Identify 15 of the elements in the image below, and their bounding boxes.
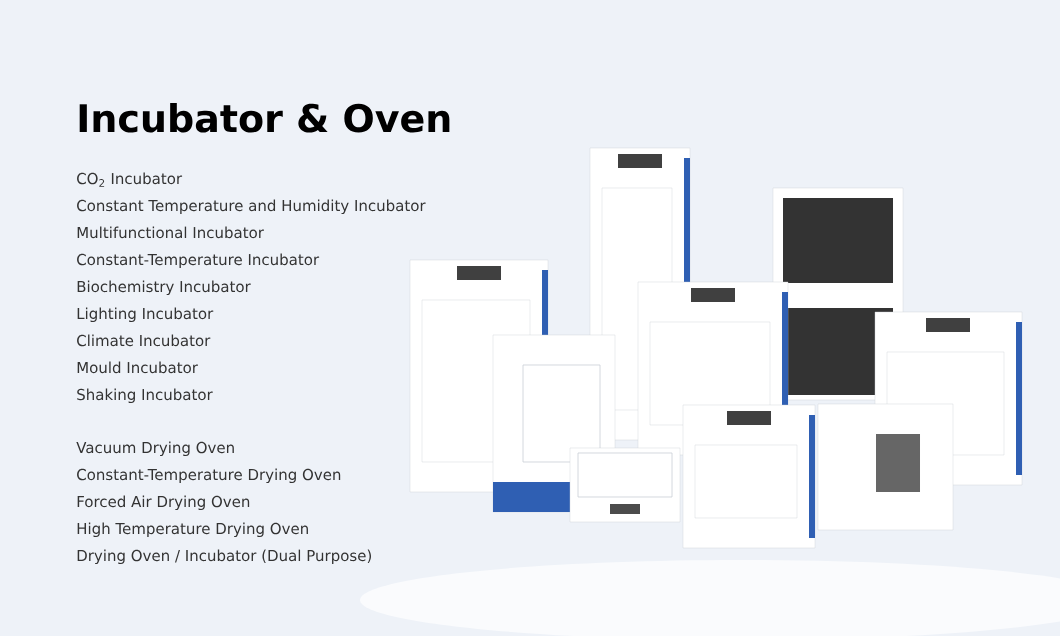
list-item: High Temperature Drying Oven xyxy=(77,522,308,538)
list-item: Vacuum Drying Oven xyxy=(76,441,234,457)
list-item: Constant Temperature and Humidity Incubator xyxy=(77,199,426,215)
list-item: Mould Incubator xyxy=(77,361,198,374)
list-item: Climate Incubator xyxy=(77,334,211,347)
list-item: Drying Oven / Incubator (Dual Purpose) xyxy=(77,549,371,565)
list-item: CO$_{2}$ Incubator xyxy=(77,172,183,187)
list-item: Constant-Temperature Incubator xyxy=(77,253,320,269)
list-item: Forced Air Drying Oven xyxy=(77,495,250,511)
title: Incubator & Oven xyxy=(79,103,450,133)
list-item: Shaking Incubator xyxy=(77,388,213,404)
list-item: Multifunctional Incubator xyxy=(77,226,264,239)
list-item: Constant-Temperature Drying Oven xyxy=(77,468,341,484)
list-item: Biochemistry Incubator xyxy=(77,280,251,296)
list-item: Lighting Incubator xyxy=(77,307,214,323)
